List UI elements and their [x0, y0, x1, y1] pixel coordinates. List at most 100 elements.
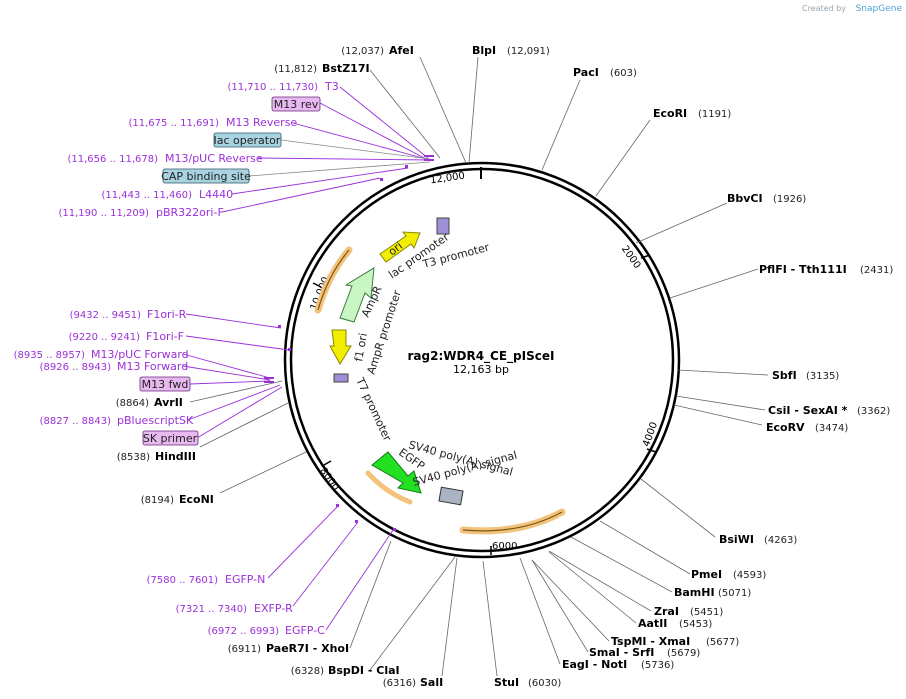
pbr322ori-pos: (11,190 .. 11,209): [59, 208, 150, 219]
pflfi-pos: (2431): [860, 265, 893, 276]
ecorv-label[interactable]: EcoRV: [766, 421, 805, 434]
lac-operator-box[interactable]: [213, 132, 282, 148]
cap-site-box[interactable]: [162, 168, 250, 184]
t7-promoter-label: T7 promoter: [353, 375, 394, 444]
promoter-box: [436, 217, 450, 235]
hindiii-label[interactable]: HindIII: [155, 450, 196, 463]
avrii-pos: (8864): [116, 398, 149, 409]
bamhi-label[interactable]: BamHI: [674, 586, 715, 599]
aatii-pos: (5453): [679, 619, 712, 630]
sbfi-label[interactable]: SbfI: [772, 369, 797, 382]
bstz17i-pos: (11,812): [274, 64, 317, 75]
sbfi-pos: (3135): [806, 371, 839, 382]
tick-10000: [312, 282, 322, 288]
bspdi-label[interactable]: BspDI - ClaI: [328, 664, 400, 677]
cap-site-text: CAP binding site: [161, 170, 251, 183]
lac-operator-text: lac operator: [214, 134, 281, 147]
bstz17i-label[interactable]: BstZ17I: [322, 62, 370, 75]
m13puc-forward-pos: (8935 .. 8957): [14, 350, 86, 361]
m13-fwd-box[interactable]: [139, 376, 191, 392]
zrai-pos: (5451): [690, 607, 723, 618]
bsiwi-pos: (4263): [764, 535, 797, 546]
f1ori-r-pos: (9432 .. 9451): [70, 310, 142, 321]
t3-label[interactable]: T3: [324, 80, 339, 93]
f1-ori-label: f1 ori: [352, 332, 370, 363]
t7-promoter-box: [333, 373, 349, 383]
econi-label[interactable]: EcoNI: [179, 493, 214, 506]
csii-label[interactable]: CsiI - SexAI *: [768, 404, 848, 417]
egfp-c-pos: (6972 .. 6993): [208, 626, 280, 637]
primer-labels: (11,710 .. 11,730) T3 (11,675 .. 11,691)…: [14, 80, 339, 637]
exfp-r-pos: (7321 .. 7340): [176, 604, 248, 615]
f1ori-f-label[interactable]: F1ori-F: [146, 330, 184, 343]
m13-forward-label[interactable]: M13 Forward: [117, 360, 188, 373]
avrii-label[interactable]: AvrII: [154, 396, 183, 409]
m13puc-forward-label[interactable]: M13/pUC Forward: [91, 348, 189, 361]
ampr-arrow: [339, 267, 375, 323]
tspmi-label[interactable]: TspMI - XmaI: [611, 635, 690, 648]
zrai-label[interactable]: ZraI: [654, 605, 679, 618]
tick-8000: [323, 460, 332, 466]
enzyme-labels: (12,037) AfeI BlpI (12,091) (11,812) Bst…: [116, 44, 894, 689]
exfp-r-label[interactable]: EXFP-R: [254, 602, 293, 615]
tick-label-2000: 2000: [619, 244, 643, 271]
bamhi-pos: (5071): [718, 588, 751, 599]
bsiwi-label[interactable]: BsiWI: [719, 533, 754, 546]
paci-label[interactable]: PacI: [573, 66, 599, 79]
hindiii-pos: (8538): [117, 452, 150, 463]
egfp-c-label[interactable]: EGFP-C: [285, 624, 325, 637]
primer-leader-lines: [182, 86, 432, 631]
tick-label-8000: 8000: [317, 466, 341, 493]
pflfi-label[interactable]: PflFI - Tth111I: [759, 263, 847, 276]
sv40-box: [438, 486, 464, 506]
tick-label-12000: 12,000: [429, 171, 465, 187]
m13puc-reverse-label[interactable]: M13/pUC Reverse: [165, 152, 263, 165]
pbluescriptsk-label[interactable]: pBluescriptSK: [117, 414, 194, 427]
ecori-label[interactable]: EcoRI: [653, 107, 687, 120]
l4440-pos: (11,443 .. 11,460): [102, 190, 193, 201]
sk-primer-box[interactable]: [142, 430, 199, 446]
m13-reverse-label[interactable]: M13 Reverse: [226, 116, 297, 129]
afei-pos: (12,037): [341, 46, 384, 57]
boxed-labels: M13 rev lac operator CAP binding site M1…: [139, 96, 321, 446]
paer7i-pos: (6911): [228, 644, 261, 655]
eagi-label[interactable]: EagI - NotI: [562, 658, 627, 671]
backbone-outer: [283, 161, 681, 559]
stui-pos: (6030): [528, 678, 561, 689]
ecori-pos: (1191): [698, 109, 731, 120]
egfp-n-pos: (7580 .. 7601): [147, 575, 219, 586]
econi-pos: (8194): [141, 495, 174, 506]
tspmi-pos: (5677): [706, 637, 739, 648]
snapgene-brand: SnapGene: [856, 4, 903, 14]
f1ori-r-label[interactable]: F1ori-R: [147, 308, 187, 321]
afei-label[interactable]: AfeI: [389, 44, 414, 57]
smai-label[interactable]: SmaI - SrfI: [589, 646, 654, 659]
enzyme-leader-lines: [189, 56, 769, 677]
smai-pos: (5679): [667, 648, 700, 659]
pbr322ori-label[interactable]: pBR322ori-F: [156, 206, 224, 219]
ecorv-pos: (3474): [815, 423, 848, 434]
pmei-pos: (4593): [733, 570, 766, 581]
bspdi-pos: (6328): [291, 666, 324, 677]
plasmid-name: rag2:WDR4_CE_pISceI: [408, 349, 555, 364]
aatii-label[interactable]: AatII: [638, 617, 667, 630]
sali-label[interactable]: SalI: [420, 676, 443, 689]
pbluescriptsk-pos: (8827 .. 8843): [40, 416, 112, 427]
t3-pos: (11,710 .. 11,730): [228, 82, 319, 93]
box-leader-lines: [248, 139, 431, 177]
egfp-n-label[interactable]: EGFP-N: [225, 573, 265, 586]
tick-2000: [640, 254, 651, 259]
bbvci-pos: (1926): [773, 194, 806, 205]
tick-4000: [646, 448, 657, 453]
paer7i-label[interactable]: PaeR7I - XhoI: [266, 642, 349, 655]
m13-reverse-pos: (11,675 .. 11,691): [129, 118, 220, 129]
m13-rev-box[interactable]: [271, 96, 321, 112]
f1-ori-arrow: [329, 329, 352, 365]
f1ori-f-pos: (9220 .. 9241): [69, 332, 141, 343]
m13puc-reverse-pos: (11,656 .. 11,678): [68, 154, 159, 165]
blpi-label[interactable]: BlpI: [472, 44, 496, 57]
bbvci-label[interactable]: BbvCI: [727, 192, 763, 205]
pmei-label[interactable]: PmeI: [691, 568, 722, 581]
stui-label[interactable]: StuI: [494, 676, 519, 689]
l4440-label[interactable]: L4440: [199, 188, 233, 201]
